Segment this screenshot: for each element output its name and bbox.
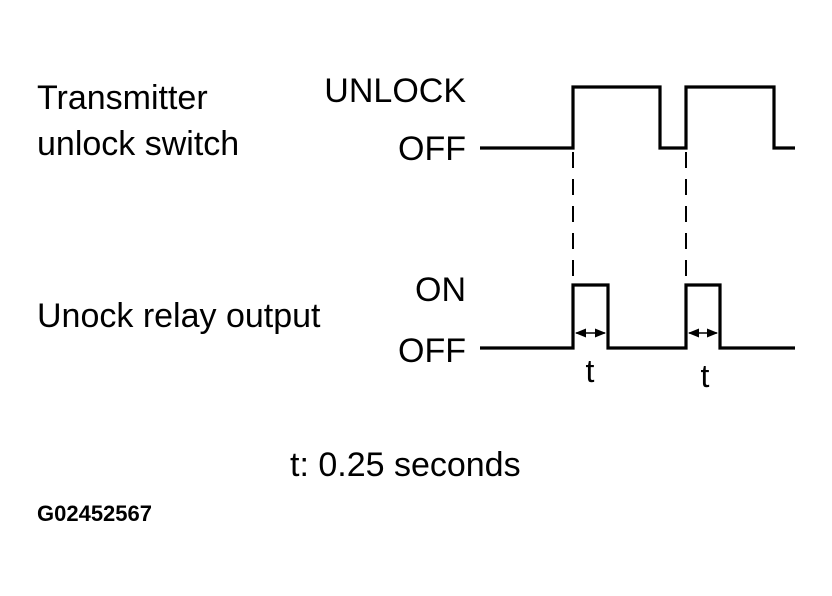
switch-name-line2: unlock switch — [37, 125, 239, 163]
pulse-width-dimension-1 — [575, 328, 606, 338]
pulse-width-symbol-1: t — [586, 353, 595, 389]
pulse-width-note: t: 0.25 seconds — [290, 446, 521, 484]
pulse-width-dimension-2 — [688, 328, 718, 338]
switch-waveform — [480, 85, 795, 150]
pulse-width-symbol-2: t — [701, 358, 710, 394]
switch-low-label: OFF — [398, 130, 466, 168]
relay-waveform — [480, 283, 795, 350]
switch-high-label: UNLOCK — [324, 72, 466, 110]
figure-code: G02452567 — [37, 501, 152, 526]
relay-low-label: OFF — [398, 332, 466, 370]
switch-name-line1: Transmitter — [37, 79, 208, 117]
relay-name: Unock relay output — [37, 297, 321, 335]
relay-high-label: ON — [415, 271, 466, 309]
